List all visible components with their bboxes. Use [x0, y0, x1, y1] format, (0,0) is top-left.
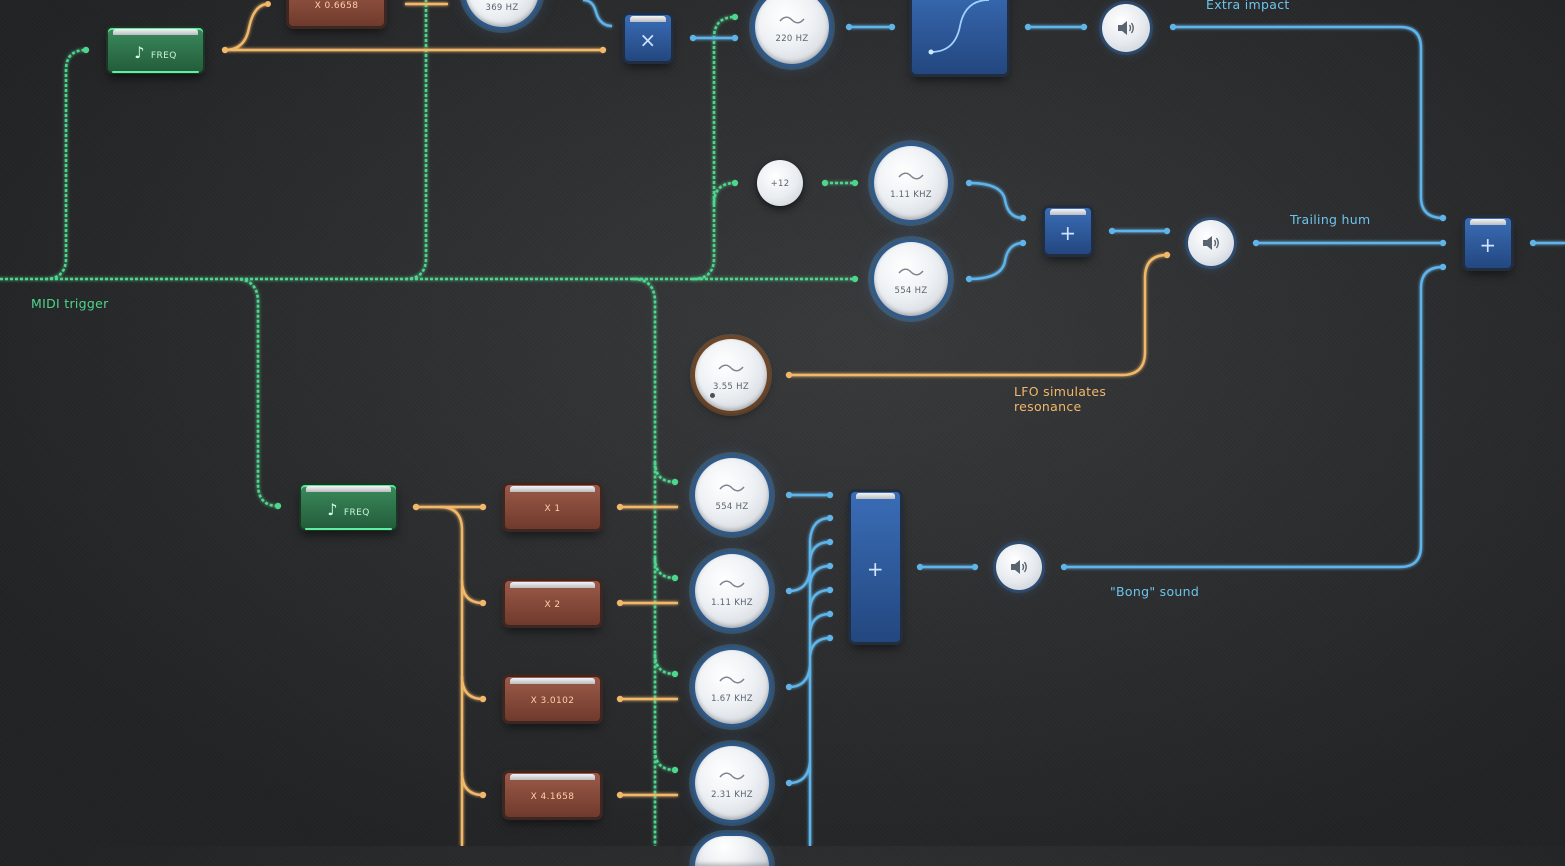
sine-wave-icon: [718, 365, 744, 372]
music-note-icon: ♪: [134, 42, 145, 62]
music-note-icon: ♪: [327, 499, 338, 519]
knob-value: 1.67 KHZ: [711, 694, 753, 705]
multiply-icon: ×: [639, 28, 657, 52]
bong-sound-label: "Bong" sound: [1110, 584, 1200, 599]
multiplier-value: X 1: [544, 504, 561, 514]
midi-trigger-label: MIDI trigger: [31, 296, 109, 311]
transpose-knob[interactable]: +12: [757, 160, 803, 206]
oscillator-knob-bong-111[interactable]: 1.11 KHZ: [695, 554, 769, 628]
midi-ports: [82, 13, 859, 774]
oscillator-knob-hum-554[interactable]: 554 HZ: [874, 242, 948, 316]
speaker-icon: [1011, 560, 1027, 574]
oscillator-knob-hum-111[interactable]: 1.11 KHZ: [874, 146, 948, 220]
knob-value: 220 HZ: [775, 34, 809, 45]
multiplier-block-4[interactable]: X 4.1658: [505, 773, 600, 817]
multiplier-value: X 3.0102: [530, 696, 575, 706]
freq-label: FREQ: [150, 50, 177, 61]
lfo-label-line2: resonance: [1014, 399, 1082, 414]
plus-icon: +: [1479, 233, 1497, 257]
oscillator-knob-220[interactable]: 220 HZ: [755, 0, 829, 64]
multiplier-value: X 2: [544, 600, 561, 610]
knob-value: 554 HZ: [715, 502, 749, 513]
midi-cables: [0, 0, 855, 846]
frequency-cables: [224, 2, 1168, 846]
multiplier-block-1[interactable]: X 1: [505, 485, 600, 529]
multiplier-block-top[interactable]: X 0.6658: [289, 0, 384, 26]
multiplier-block-2[interactable]: X 2: [505, 581, 600, 625]
extra-impact-label: Extra impact: [1206, 0, 1290, 12]
oscillator-knob-bong-231[interactable]: 2.31 KHZ: [695, 746, 769, 820]
knob-value: +12: [770, 179, 790, 190]
audio-ports: [689, 23, 1537, 787]
sine-wave-icon: [719, 772, 745, 780]
speaker-icon: [1203, 236, 1219, 250]
trailing-hum-label: Trailing hum: [1290, 212, 1371, 227]
audio-cables: [582, 0, 1565, 846]
multiply-block[interactable]: ×: [625, 15, 671, 61]
sine-wave-icon: [779, 16, 805, 24]
lfo-knob[interactable]: 3.55 HZ: [695, 339, 767, 411]
multiplier-block-3[interactable]: X 3.0102: [505, 677, 600, 721]
sine-wave-icon: [719, 676, 745, 684]
knob-value: 1.11 KHZ: [890, 190, 932, 201]
freq-label: FREQ: [343, 507, 370, 518]
knob-value: 2.31 KHZ: [711, 790, 753, 801]
sine-wave-icon: [719, 484, 745, 492]
lfo-label-line1: LFO simulates: [1014, 384, 1107, 399]
oscillator-knob-bong-554[interactable]: 554 HZ: [695, 458, 769, 532]
multiplier-value: X 0.6658: [314, 1, 359, 11]
midi-freq-block-bottom[interactable]: ♪ FREQ: [301, 485, 396, 530]
add-block-output[interactable]: +: [1465, 218, 1511, 268]
frequency-ports: [221, 1, 1171, 799]
plus-icon: +: [1059, 221, 1077, 245]
plus-icon: +: [866, 557, 885, 581]
sine-wave-icon: [898, 268, 924, 276]
s-curve-icon: [928, 0, 990, 55]
envelope-curve-block[interactable]: [912, 0, 1007, 74]
volume-knob-extra-impact[interactable]: [1102, 4, 1150, 52]
volume-knob-trailing-hum[interactable]: [1188, 220, 1234, 266]
knob-value: 1.11 KHZ: [711, 598, 753, 609]
add-block-bong[interactable]: +: [851, 492, 900, 642]
knob-value: 369 HZ: [485, 3, 519, 13]
multiplier-value: X 4.1658: [530, 792, 575, 802]
sine-wave-icon: [719, 580, 745, 588]
sine-wave-icon: [898, 172, 924, 180]
patch-cables: [0, 0, 1565, 846]
add-block-hum[interactable]: +: [1045, 208, 1091, 254]
knob-value: 554 HZ: [894, 286, 928, 297]
oscillator-knob-bong-167[interactable]: 1.67 KHZ: [695, 650, 769, 724]
knob-indicator-dot: [710, 393, 715, 398]
volume-knob-bong[interactable]: [996, 544, 1042, 590]
knob-value: 3.55 HZ: [713, 382, 749, 393]
speaker-icon: [1118, 21, 1134, 35]
midi-freq-block-top[interactable]: ♪ FREQ: [108, 28, 203, 73]
